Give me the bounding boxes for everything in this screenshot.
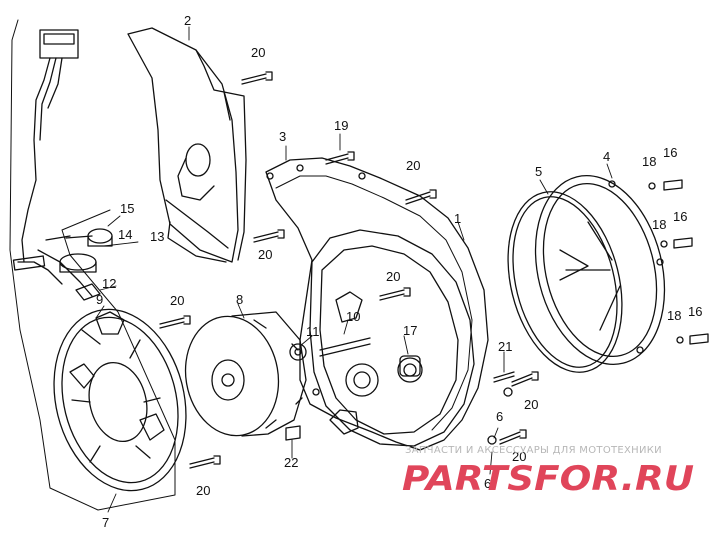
leader-lines: [95, 26, 613, 513]
part-number-12: 12: [102, 276, 117, 291]
part-number-9: 9: [96, 292, 104, 307]
cover-part-2: [127, 27, 247, 263]
group-outline: [9, 19, 176, 511]
part-number-18: 18: [667, 308, 682, 323]
gasket-part-3: [265, 157, 489, 451]
small-hardware: [285, 337, 421, 441]
part-number-20: 20: [406, 158, 421, 173]
part-number-1: 1: [454, 211, 462, 226]
part-number-20: 20: [524, 397, 539, 412]
stator-part-7: [53, 308, 187, 492]
part-number-16: 16: [688, 304, 703, 319]
crankcase-cover-part-1: [309, 229, 475, 447]
part-number-2: 2: [184, 13, 192, 28]
part-number-20: 20: [512, 449, 527, 464]
part-number-19: 19: [334, 118, 349, 133]
part-number-4: 4: [603, 149, 611, 164]
part-number-22: 22: [284, 455, 299, 470]
part-number-20: 20: [170, 293, 185, 308]
part-number-5: 5: [535, 164, 543, 179]
part-number-6: 6: [484, 476, 492, 491]
pickup-parts: [59, 228, 113, 301]
bolts: [159, 71, 709, 469]
part-number-6: 6: [496, 409, 504, 424]
rotor-part-8: [184, 311, 307, 437]
part-number-14: 14: [118, 227, 133, 242]
part-number-8: 8: [236, 292, 244, 307]
part-number-11: 11: [306, 324, 320, 339]
o-ring-part-5: [507, 191, 623, 373]
part-number-3: 3: [279, 129, 287, 144]
part-number-20: 20: [251, 45, 266, 60]
part-number-21: 21: [498, 339, 513, 354]
part-number-18: 18: [652, 217, 667, 232]
part-number-10: 10: [346, 309, 361, 324]
part-number-20: 20: [386, 269, 401, 284]
part-number-13: 13: [150, 229, 165, 244]
part-number-7: 7: [102, 515, 110, 530]
part-number-16: 16: [663, 145, 678, 160]
part-number-20: 20: [196, 483, 211, 498]
logo-text: PARTSFOR.RU: [402, 459, 694, 498]
cover-part-4: [534, 175, 666, 365]
wiring-harness: [12, 29, 93, 297]
watermark-caption: ЗАПЧАСТИ И АКСЕССУАРЫ ДЛЯ МОТОТЕХНИКИ: [405, 445, 662, 456]
part-number-20: 20: [258, 247, 273, 262]
part-number-15: 15: [120, 201, 135, 216]
partsfor-logo: PARTSFOR.RU: [402, 459, 694, 498]
part-number-18: 18: [642, 154, 657, 169]
part-number-16: 16: [673, 209, 688, 224]
part-number-17: 17: [403, 323, 418, 338]
